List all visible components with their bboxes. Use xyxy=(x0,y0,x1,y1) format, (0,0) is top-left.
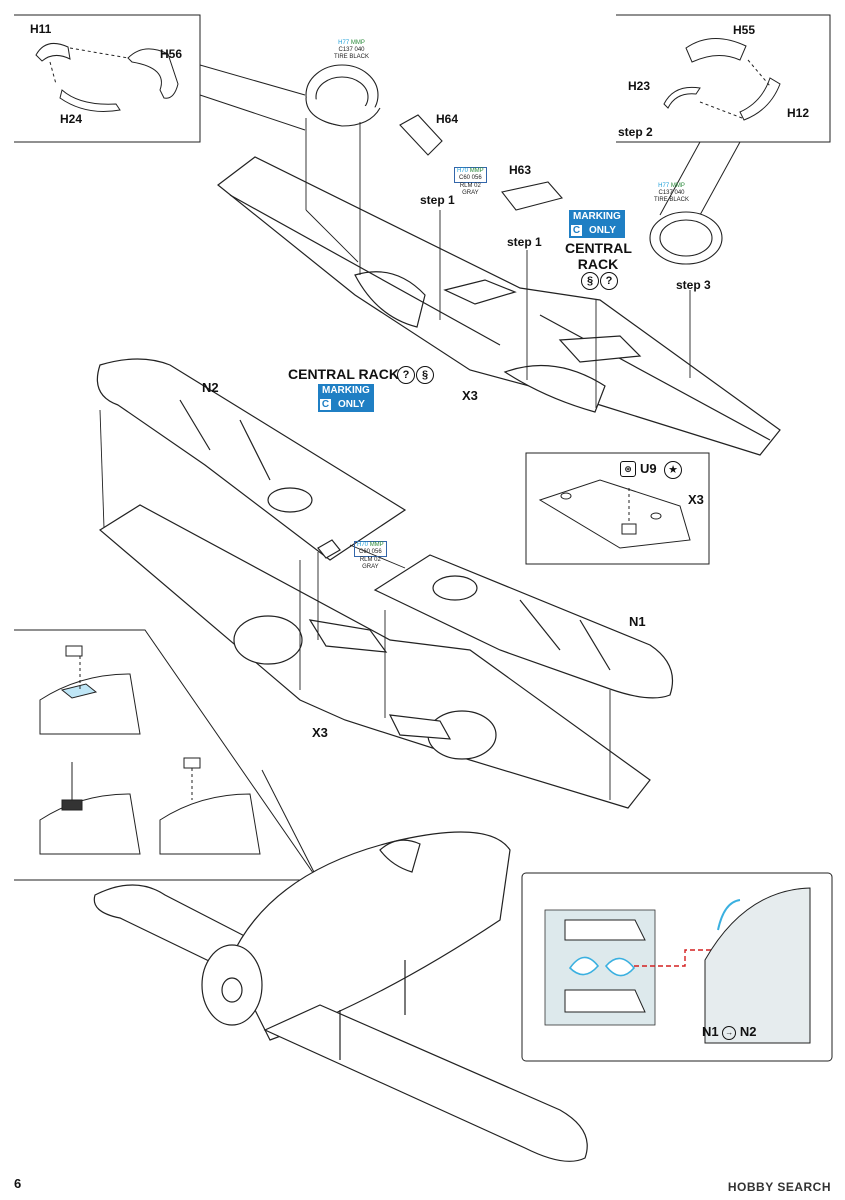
part-label-x3-middle: X3 xyxy=(312,725,328,740)
page-number: 6 xyxy=(14,1176,22,1191)
inset-frame-u9 xyxy=(525,452,710,565)
part-label-h56: H56 xyxy=(160,47,183,61)
part-label-h63: H63 xyxy=(509,163,532,177)
lower-wing-upper-view xyxy=(217,156,781,456)
wheel-well-insert-top xyxy=(305,64,381,127)
inset-frame-cockpit xyxy=(14,629,319,881)
part-label-h64: H64 xyxy=(436,112,459,126)
join-label: N1 → N2 xyxy=(702,1024,757,1040)
part-label-n1: N1 xyxy=(629,614,646,629)
optional-part-icon-left: § xyxy=(416,366,434,384)
inset-top-right-parts xyxy=(663,37,781,121)
step-1-label-a: step 1 xyxy=(420,193,455,207)
join-icon: → xyxy=(722,1025,737,1040)
central-rack-label-left: CENTRAL RACK xyxy=(288,366,399,382)
canopy-detail-drawings xyxy=(544,887,811,1044)
part-label-x3-top: X3 xyxy=(462,388,478,403)
inset-frame-top-right xyxy=(616,14,831,143)
decal-icon: ⊛ xyxy=(620,461,636,477)
part-h63-shape xyxy=(501,181,563,211)
part-label-h55: H55 xyxy=(733,23,756,37)
watermark: HOBBY SEARCH xyxy=(727,1180,831,1194)
part-label-h11: H11 xyxy=(30,22,52,36)
part-label-u9: U9 xyxy=(640,461,657,476)
step-2-label: step 2 xyxy=(618,125,653,139)
wheel-well-insert-step3 xyxy=(649,211,723,265)
color-callout-tire-top: H77 MMP C137 040 TIRE BLACK xyxy=(334,40,370,60)
part-label-h24: H24 xyxy=(60,112,83,126)
inset-frame-top-left xyxy=(14,14,201,143)
part-label-n2: N2 xyxy=(202,380,219,395)
fuselage-assembly xyxy=(93,831,588,1162)
u9-detail-drawing xyxy=(538,479,691,549)
part-label-x3-inset: X3 xyxy=(688,492,704,507)
central-rack-label-top: CENTRAL RACK xyxy=(565,240,632,272)
cockpit-inset-drawings xyxy=(39,645,319,881)
part-label-h23: H23 xyxy=(628,79,651,93)
wing-half-n2 xyxy=(96,358,407,561)
part-h64-shape xyxy=(399,114,443,156)
optional-part-icon: § xyxy=(581,272,599,290)
star-icon: ★ xyxy=(664,461,682,479)
inset-top-left-parts xyxy=(35,42,179,112)
color-callout-tire-step3: H77 MMP C137 040 TIRE BLACK xyxy=(654,183,690,203)
inset-frame-canopy xyxy=(521,872,833,1062)
part-label-h12: H12 xyxy=(787,106,810,120)
step-3-label: step 3 xyxy=(676,278,711,292)
question-icon-left: ? xyxy=(397,366,415,384)
lower-wing-middle-view xyxy=(98,504,651,809)
question-icon: ? xyxy=(600,272,618,290)
wing-half-n1 xyxy=(373,554,674,699)
step-1-label-b: step 1 xyxy=(507,235,542,249)
